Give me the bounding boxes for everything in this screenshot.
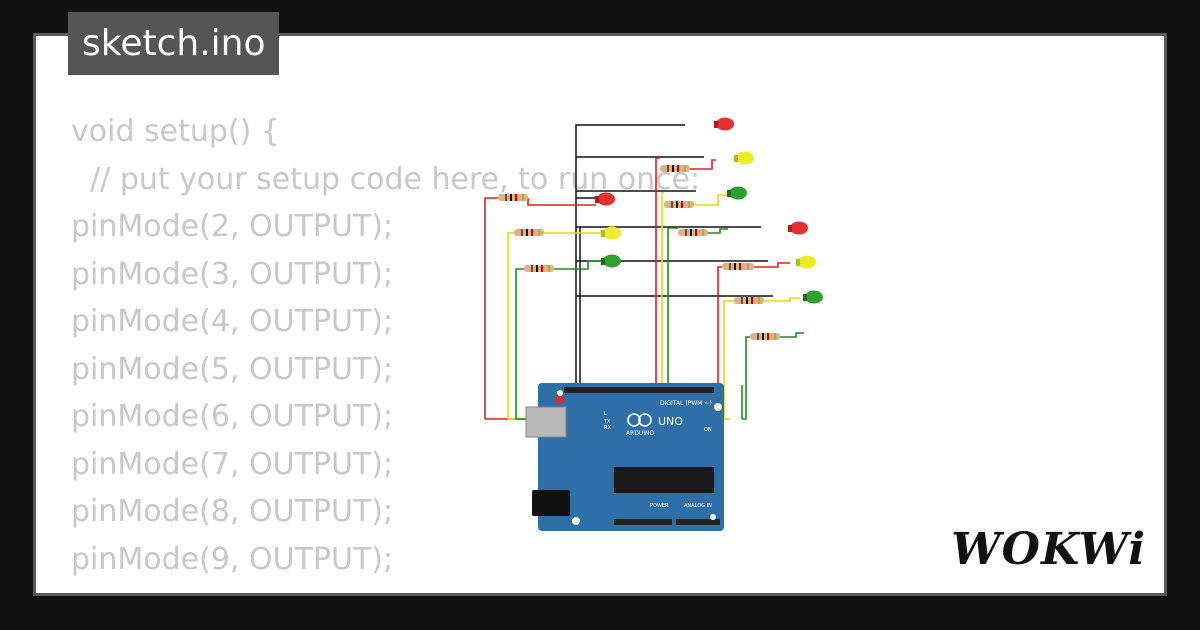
resistor [750, 333, 780, 340]
wire-yellow-2 [661, 192, 664, 385]
code-line: pinMode(4, OUTPUT); [71, 304, 394, 339]
led-yellow [601, 226, 621, 240]
code-line: pinMode(5, OUTPUT); [71, 351, 394, 387]
resistor [722, 263, 754, 270]
digital-label: DIGITAL (PWM ~) [660, 400, 712, 407]
leds [595, 117, 823, 304]
arduino-uno-board: DIGITAL (PWM ~) UNO ARDUINO POWER ANALOG… [525, 383, 724, 531]
power-label: POWER [650, 503, 669, 509]
l-label: L [604, 411, 607, 417]
power-jack [532, 490, 570, 516]
rx-label: RX [604, 425, 611, 431]
wire-green-1 [515, 268, 524, 385]
wire-red-2 [655, 157, 660, 385]
wokwi-logo: WOKWi [951, 524, 1146, 575]
reset-button [556, 395, 564, 403]
wire-green-3 [742, 336, 750, 420]
code-line: pinMode(8, OUTPUT); [71, 494, 394, 529]
wire-red-3 [717, 266, 722, 385]
wire-red-3b [754, 262, 790, 268]
led-green [727, 186, 747, 200]
circuit-diagram: DIGITAL (PWM ~) UNO ARDUINO POWER ANALOG… [484, 117, 823, 531]
wire-green-3b [780, 332, 804, 338]
wire-green-2b [698, 228, 728, 234]
microcontroller-chip [614, 467, 714, 493]
code-line: pinMode(3, OUTPUT); [71, 256, 394, 292]
arduino-label: ARDUINO [626, 430, 655, 437]
tx-label: TX [603, 419, 611, 425]
code-line: pinMode(10, OUTPUT); [71, 583, 700, 593]
resistor [524, 265, 554, 272]
wire-green-1b [554, 260, 602, 270]
code-editor: void setup() { // put your setup code he… [71, 108, 701, 593]
led-red [595, 192, 615, 206]
sketch-preview-card: void setup() { // put your setup code he… [33, 33, 1167, 596]
resistor [678, 229, 708, 236]
wire-red-1 [484, 197, 498, 385]
resistor [514, 229, 544, 236]
uno-label: UNO [658, 415, 683, 428]
led-green [601, 254, 621, 268]
resistor [664, 201, 694, 208]
led-green [803, 290, 823, 304]
file-tab[interactable]: sketch.ino [68, 12, 280, 75]
infinity-logo-icon [627, 413, 641, 427]
code-line: pinMode(7, OUTPUT); [71, 446, 394, 482]
code-line: pinMode(9, OUTPUT); [71, 541, 394, 577]
resistors [498, 165, 780, 340]
led-red [714, 117, 734, 131]
wire-yellow-3 [723, 300, 734, 385]
code-line: // put your setup code here, to run once… [71, 161, 701, 197]
resistor [734, 297, 764, 304]
code-line: pinMode(2, OUTPUT); [71, 209, 394, 244]
led-red [788, 221, 808, 235]
usb-port [525, 406, 567, 438]
on-label: ON [704, 427, 712, 433]
analog-label: ANALOG IN [684, 503, 712, 509]
wire-yellow-3b [764, 297, 800, 302]
wire-green-2 [667, 227, 678, 385]
ground-wires [575, 124, 773, 385]
wire-red-1b [527, 198, 596, 206]
led-yellow [734, 151, 754, 165]
resistor [498, 194, 528, 201]
led-yellow [796, 255, 816, 269]
code-line: pinMode(6, OUTPUT); [71, 399, 394, 434]
wire-red-2b [690, 159, 716, 170]
resistor [660, 165, 690, 172]
code-line: void setup() { [71, 114, 280, 149]
wire-yellow-1 [507, 232, 514, 385]
